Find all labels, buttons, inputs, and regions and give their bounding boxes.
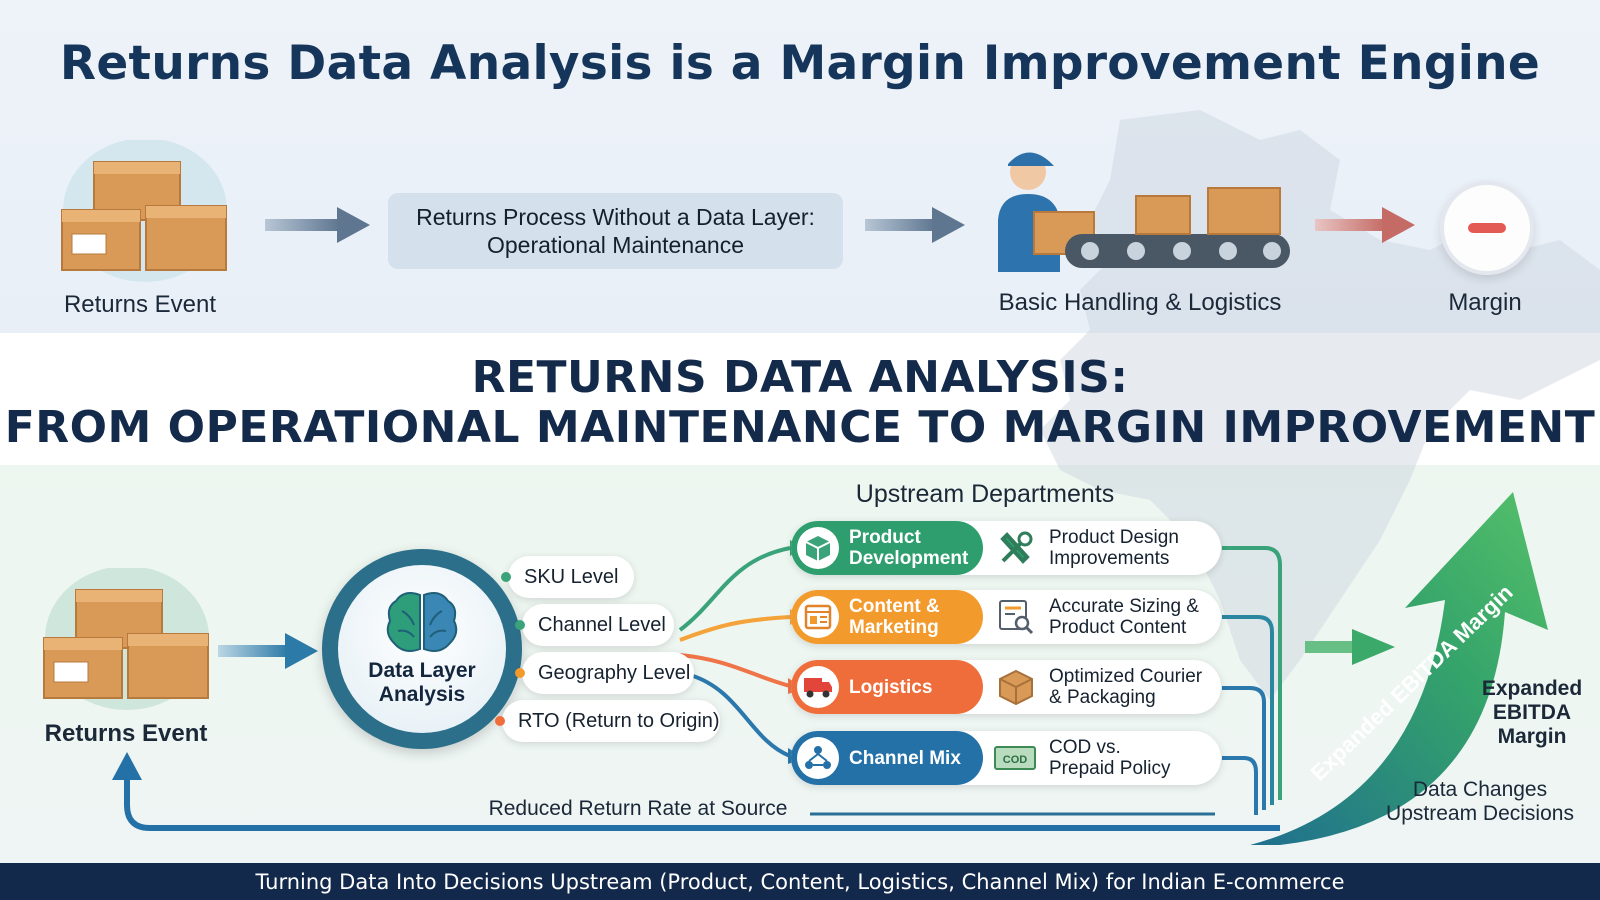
section-title-panel: [0, 333, 1600, 465]
level-label: RTO (Return to Origin): [518, 709, 720, 732]
reduced-return-label: Reduced Return Rate at Source: [488, 797, 788, 820]
top-panel: [0, 0, 1600, 333]
level-pill-geography: Geography Level: [515, 652, 694, 694]
level-label: SKU Level: [524, 565, 619, 588]
ebitda-line-1: Expanded: [1481, 677, 1583, 700]
package-icon: [999, 669, 1033, 706]
dept-chip-content: Content &Marketing: [791, 590, 983, 644]
level-label: Channel Level: [538, 613, 666, 636]
level-dot: [515, 668, 525, 678]
level-dot: [495, 716, 505, 726]
outcome-line-2: & Packaging: [1049, 687, 1156, 708]
dept-row-logistics: Logistics Optimized Courier & Packaging: [791, 660, 1221, 714]
section-title-line-2: FROM OPERATIONAL MAINTENANCE TO MARGIN I…: [4, 402, 1596, 453]
section-title-line-1: RETURNS DATA ANALYSIS:: [471, 352, 1129, 403]
returns-event-label-bottom: Returns Event: [44, 720, 208, 747]
tools-icon: [1000, 531, 1033, 564]
hub-inner-circle: Data Layer Analysis: [338, 565, 506, 733]
network-icon: [797, 737, 839, 779]
outcome-product: Product Design Improvements: [1049, 521, 1179, 575]
margin-decrease-badge: [1440, 181, 1534, 275]
arrow-right-icon: [265, 207, 370, 243]
process-without-data-box: Returns Process Without a Data Layer: Op…: [388, 193, 843, 269]
level-pill-rto: RTO (Return to Origin): [495, 700, 720, 742]
level-pill-channel: Channel Level: [515, 604, 674, 646]
box-3d-icon: [797, 527, 839, 569]
cash-note-text: COD: [1003, 754, 1028, 766]
truck-icon: [797, 666, 839, 708]
dept-chip-line-2: Development: [849, 548, 969, 569]
dept-chip-line-1: Product: [849, 527, 921, 548]
hub-label-line-1: Data Layer: [368, 659, 476, 682]
arrow-right-icon: [865, 207, 965, 243]
outcome-line-2: Prepaid Policy: [1049, 758, 1171, 779]
arrow-right-icon: [1315, 207, 1415, 243]
outcome-line-1: Optimized Courier: [1049, 666, 1203, 687]
level-dot: [515, 620, 525, 630]
margin-label: Margin: [1448, 289, 1522, 316]
web-page-icon: [797, 596, 839, 638]
upstream-departments-title: Upstream Departments: [855, 480, 1115, 508]
outcome-logistics: Optimized Courier & Packaging: [1049, 660, 1202, 714]
data-layer-hub: Data Layer Analysis: [322, 549, 522, 749]
dept-chip-line-1: Logistics: [849, 676, 933, 698]
arrow-right-icon: [218, 633, 318, 669]
dept-chip-channel: Channel Mix: [791, 731, 983, 785]
dept-row-content: Content &Marketing Accurate Sizing & Pro…: [791, 590, 1221, 644]
boxes-stack-icon: [61, 140, 227, 282]
dept-chip-logistics: Logistics: [791, 660, 983, 714]
data-changes-label: Data Changes Upstream Decisions: [1360, 778, 1600, 826]
outcome-content: Accurate Sizing & Product Content: [1049, 590, 1199, 644]
level-pill-sku: SKU Level: [501, 556, 634, 598]
magnifier-document-icon: [999, 600, 1034, 635]
ebitda-line-2: EBITDA: [1492, 701, 1572, 724]
outcome-line-1: Accurate Sizing &: [1049, 596, 1199, 617]
expanded-ebitda-label: Expanded EBITDA Margin: [1468, 677, 1596, 749]
cash-icon: COD: [994, 746, 1036, 770]
dept-chip-line-2: Marketing: [849, 617, 939, 638]
outcome-line-1: COD vs.: [1049, 737, 1121, 758]
ebitda-line-3: Margin: [1497, 725, 1567, 748]
process-line-1: Returns Process Without a Data Layer:: [416, 204, 815, 230]
hub-label: Data Layer Analysis: [368, 659, 475, 707]
outcome-line-2: Improvements: [1049, 548, 1170, 569]
page-title: Returns Data Analysis is a Margin Improv…: [59, 36, 1541, 91]
basic-handling-label: Basic Handling & Logistics: [998, 289, 1282, 316]
data-changes-line-2: Upstream Decisions: [1386, 802, 1574, 825]
boxes-stack-icon: [43, 568, 209, 710]
footer-banner: Turning Data Into Decisions Upstream (Pr…: [0, 863, 1600, 900]
data-changes-line-1: Data Changes: [1412, 778, 1548, 801]
dept-row-channel: Channel Mix COD COD vs. Prepaid Policy: [791, 731, 1221, 785]
dept-chip-line-1: Channel Mix: [849, 747, 961, 769]
outcome-line-2: Product Content: [1049, 617, 1187, 638]
outcome-line-1: Product Design: [1049, 527, 1179, 548]
process-line-2: Operational Maintenance: [487, 232, 744, 258]
worker-conveyor-icon: [998, 152, 1290, 272]
level-dot: [501, 572, 511, 582]
returns-event-label: Returns Event: [63, 291, 217, 318]
hub-label-line-2: Analysis: [378, 683, 466, 706]
minus-icon: [1468, 223, 1506, 233]
dept-chip-line-1: Content &: [849, 596, 940, 617]
brain-icon: [386, 592, 458, 652]
level-label: Geography Level: [538, 661, 691, 684]
outcome-channel: COD vs. Prepaid Policy: [1049, 731, 1170, 785]
